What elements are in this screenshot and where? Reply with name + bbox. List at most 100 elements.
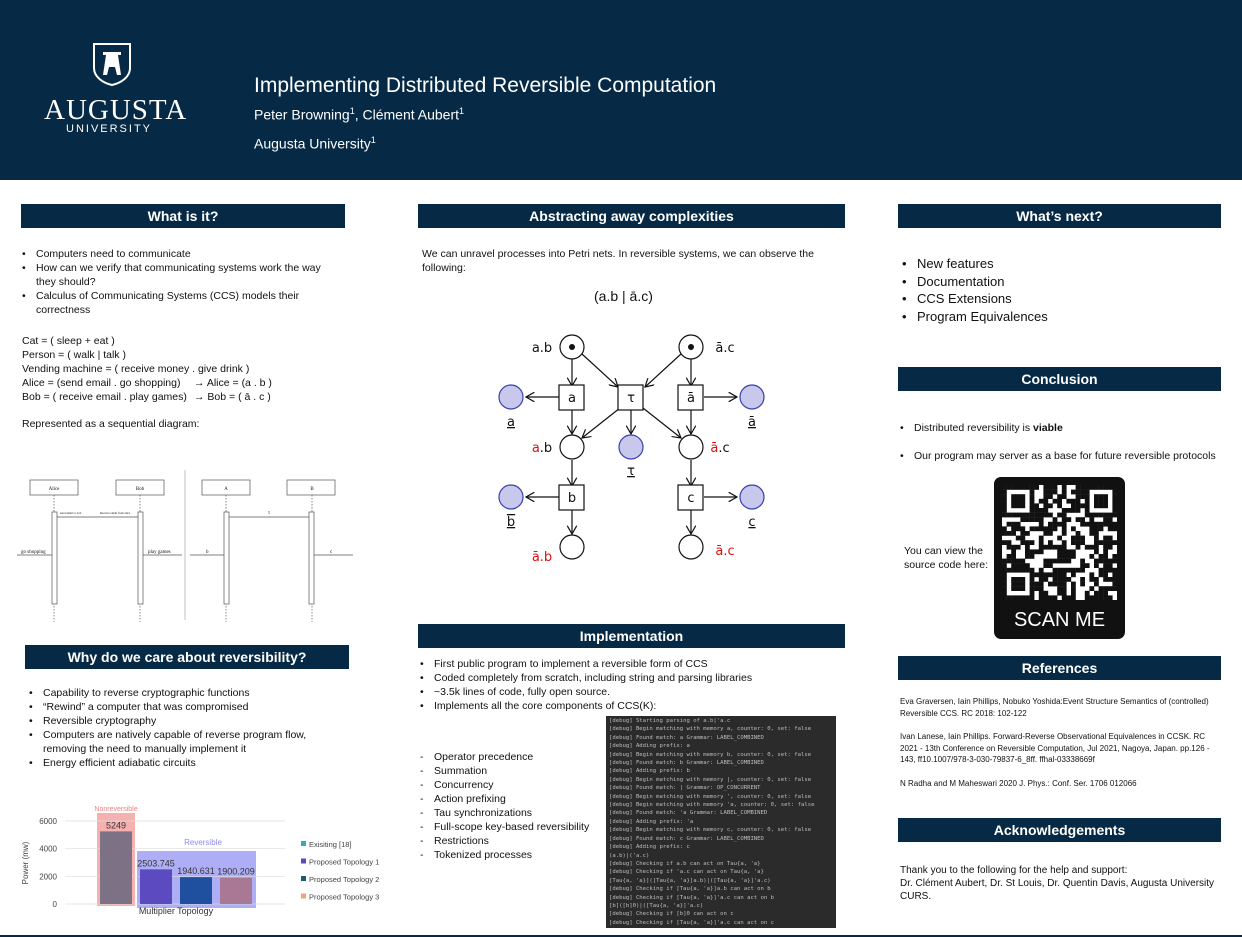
section-what-is-it: What is it? (21, 204, 345, 228)
qr-code-card[interactable]: SCAN ME (994, 477, 1125, 639)
example-line: Cat = ( sleep + eat ) (22, 335, 115, 347)
terminal-line: [debug] Begin matching with memory a, co… (609, 726, 812, 733)
message-label: Receive email from alice (100, 511, 131, 515)
component-item: Restrictions (420, 834, 610, 848)
terminal-line: [debug] Begin matching with memory c, co… (609, 827, 812, 834)
acknowledgements: Thank you to the following for the help … (900, 864, 1220, 903)
example-line: Alice = (send email . go shopping)→ Alic… (22, 377, 272, 389)
bar-value-label: 5249 (106, 820, 126, 830)
place-label: ā.c (710, 441, 729, 456)
poster-title: Implementing Distributed Reversible Comp… (254, 74, 717, 97)
debug-terminal-output: [debug] Starting parsing of a.b|'a.c [deb… (606, 716, 836, 928)
terminal-line: [debug] Checking if a.b can act on Tau{a… (609, 860, 761, 867)
lifeline-b: B (310, 487, 314, 492)
transition-label: b (568, 491, 576, 506)
terminal-line: [debug] Checking if 'a.c can act on Tau{… (609, 869, 764, 876)
ack-names: Dr. Clément Aubert, Dr. St Louis, Dr. Qu… (900, 878, 1215, 902)
scan-me-label: SCAN ME (1013, 609, 1106, 631)
terminal-line: [debug] Adding prefix: 'a (609, 818, 694, 825)
section-why-reversibility: Why do we care about reversibility? (25, 645, 349, 669)
terminal-line: [b]([b]0)|([Tau{a, 'a}]'a.c) (609, 902, 704, 909)
list-item: Computers are natively capable of revers… (29, 728, 329, 756)
terminal-line: [debug] Checking if [b]0 can act on c (609, 911, 734, 918)
legend-entry: Proposed Topology 3 (309, 893, 379, 902)
transition-label: τ (627, 391, 635, 406)
key-label: b (507, 515, 515, 530)
reference-item: Ivan Lanese, Iain Phillips. Forward-Reve… (900, 732, 1210, 764)
components-list: Operator precedenceSummationConcurrencyA… (420, 750, 610, 862)
list-item: Computers need to communicate (22, 247, 342, 261)
next-list: New features Documentation CCS Extension… (902, 255, 1048, 325)
component-item: Summation (420, 764, 610, 778)
key-label: a (507, 415, 515, 430)
terminal-line: [debug] Found match: b Grammar: LABEL_CO… (609, 760, 764, 767)
list-item: Documentation (902, 273, 1048, 291)
university-shield-logo (93, 43, 131, 86)
example-line: Bob = ( receive email . play games)→ Bob… (22, 391, 271, 403)
y-tick-label: 2000 (39, 872, 57, 881)
bar (180, 877, 212, 904)
legend-entry: Proposed Topology 1 (309, 858, 379, 867)
list-item: “Rewind” a computer that was compromised (29, 700, 329, 714)
terminal-line: [debug] Checking if [Tau{a, 'a}]'a.c can… (609, 894, 775, 901)
place-label: ā.c (715, 544, 734, 559)
legend-entry: Proposed Topology 2 (309, 875, 379, 884)
terminal-line: [debug] Adding prefix: a (609, 743, 690, 750)
conclusion-list: Distributed reversibility is viable Our … (900, 421, 1230, 463)
legend-swatch (301, 841, 306, 846)
terminal-line: [debug] Begin matching with memory 'a, c… (609, 802, 815, 809)
group-label: Reversible (184, 838, 222, 847)
abstract-text: We can unravel processes into Petri nets… (422, 248, 814, 274)
component-item: Action prefixing (420, 792, 610, 806)
terminal-line: [Tau{a, 'a}]([Tau{a, 'a}]a.b)|([Tau{a, '… (609, 877, 771, 884)
affiliation: Augusta University1 (254, 135, 376, 152)
terminal-line: [debug] Found match: c Grammar: LABEL_CO… (609, 835, 764, 842)
sequence-diagram: Alice Bob A B send email to bob Receive … (17, 470, 353, 622)
example-line: Person = ( walk | talk ) (22, 349, 126, 361)
list-item: How can we verify that communicating sys… (22, 261, 342, 289)
transition-label: c (687, 491, 694, 506)
terminal-line: [c]([b]0)|([c]0) (609, 927, 833, 928)
bar-value-label: 1900.209 (217, 867, 255, 877)
transition-label: ā (687, 391, 695, 406)
transition-label: a (568, 391, 576, 406)
petri-net-diagram: a.b ā.c a τ ā b c a ā τ b c a.b ā.c ā.b … (498, 334, 765, 565)
section-abstracting: Abstracting away complexities (418, 204, 845, 228)
section-conclusion: Conclusion (898, 367, 1221, 391)
reference-item: N Radha and M Maheswari 2020 J. Phys.: C… (900, 778, 1137, 788)
qr-code[interactable] (1002, 485, 1117, 600)
section-acknowledgements: Acknowledgements (898, 818, 1221, 842)
section-references: References (898, 656, 1221, 680)
list-item: Coded completely from scratch, including… (420, 671, 840, 685)
list-item: First public program to implement a reve… (420, 657, 840, 671)
lifeline-bob: Bob (136, 487, 145, 492)
message-label: send email to bob (60, 511, 82, 515)
author-2: , Clément Aubert (354, 106, 460, 123)
message-label: go shopping (21, 550, 46, 555)
list-item: Energy efficient adiabatic circuits (29, 756, 329, 770)
list-item: CCS Extensions (902, 290, 1048, 308)
legend-swatch (301, 893, 306, 899)
terminal-line: [debug] Starting parsing of a.b|'a.c (609, 718, 731, 724)
why-list: Capability to reverse cryptographic func… (29, 686, 329, 770)
references-list: Eva Graversen, Iain Phillips, Nobuko Yos… (900, 696, 1222, 789)
message-label: play games (148, 550, 171, 555)
key-label: τ (627, 464, 635, 479)
example-line: Vending machine = ( receive money . give… (22, 363, 250, 375)
bar (140, 869, 172, 904)
x-axis-label: Multiplier Topology (139, 906, 214, 916)
terminal-line: [debug] Found match: 'a Grammar: LABEL_C… (609, 810, 768, 817)
bar-value-label: 2503.745 (137, 858, 175, 868)
list-item: Distributed reversibility is viable (900, 421, 1230, 435)
terminal-line: [debug] Adding prefix: b (609, 768, 690, 775)
bar (220, 877, 252, 904)
bar-value-label: 1940.631 (177, 866, 215, 876)
author-1: Peter Browning (254, 106, 350, 123)
terminal-line: [debug] Adding prefix: c (609, 844, 690, 851)
header: AUGUSTA UNIVERSITY Implementing Distribu… (0, 0, 1242, 180)
what-is-it-list: Computers need to communicate How can we… (22, 247, 342, 317)
component-item: Concurrency (420, 778, 610, 792)
component-item: Tokenized processes (420, 848, 610, 862)
terminal-line: [debug] Checking if [Tau{a, 'a}]'a.c can… (609, 919, 775, 926)
place-label: a.b (532, 441, 552, 456)
